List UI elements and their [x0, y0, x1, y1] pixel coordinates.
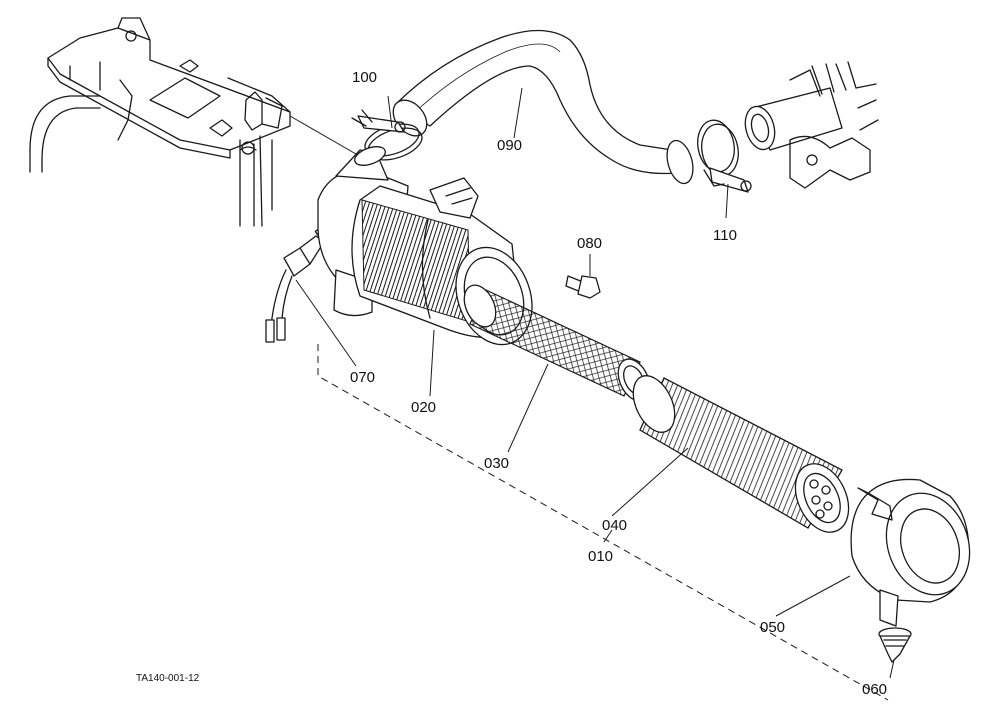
- evacuator-valve-060: [878, 627, 912, 663]
- label-020: 020: [411, 399, 436, 416]
- document-code: TA140-001-12: [136, 673, 200, 684]
- label-060: 060: [862, 681, 887, 698]
- bolt-080: [565, 275, 601, 299]
- leader-040: [611, 447, 689, 517]
- label-030: 030: [484, 455, 509, 472]
- leader-070: [295, 279, 357, 367]
- leader-010: [603, 529, 613, 543]
- clamp-100: [351, 109, 423, 161]
- label-070: 070: [350, 369, 375, 386]
- assembly-dashed-line: [317, 344, 889, 701]
- part-labels: 100 090 110 080 070 020 030 040 010 050 …: [136, 69, 887, 698]
- clamp-110: [697, 119, 752, 193]
- label-080: 080: [577, 235, 602, 252]
- leader-110: [725, 183, 729, 219]
- label-090: 090: [497, 137, 522, 154]
- leader-060: [889, 659, 895, 679]
- hose-090: [392, 29, 694, 185]
- leader-100: [387, 95, 393, 129]
- label-040: 040: [602, 517, 627, 534]
- housing-020: [317, 146, 533, 346]
- outer-element-040: [632, 375, 850, 533]
- leader-020: [429, 329, 435, 397]
- leader-090: [513, 87, 523, 139]
- cover-050: [850, 478, 971, 627]
- bracket-leader-line: [289, 115, 357, 155]
- inner-element-030: [463, 284, 651, 402]
- engine-intake-pipe: [744, 61, 879, 189]
- label-100: 100: [352, 69, 377, 86]
- label-050: 050: [760, 619, 785, 636]
- frame-bracket: [29, 17, 291, 227]
- label-010: 010: [588, 548, 613, 565]
- label-110: 110: [713, 227, 737, 244]
- leader-030: [507, 363, 549, 453]
- leader-lines: [295, 87, 895, 679]
- leader-050: [775, 575, 851, 617]
